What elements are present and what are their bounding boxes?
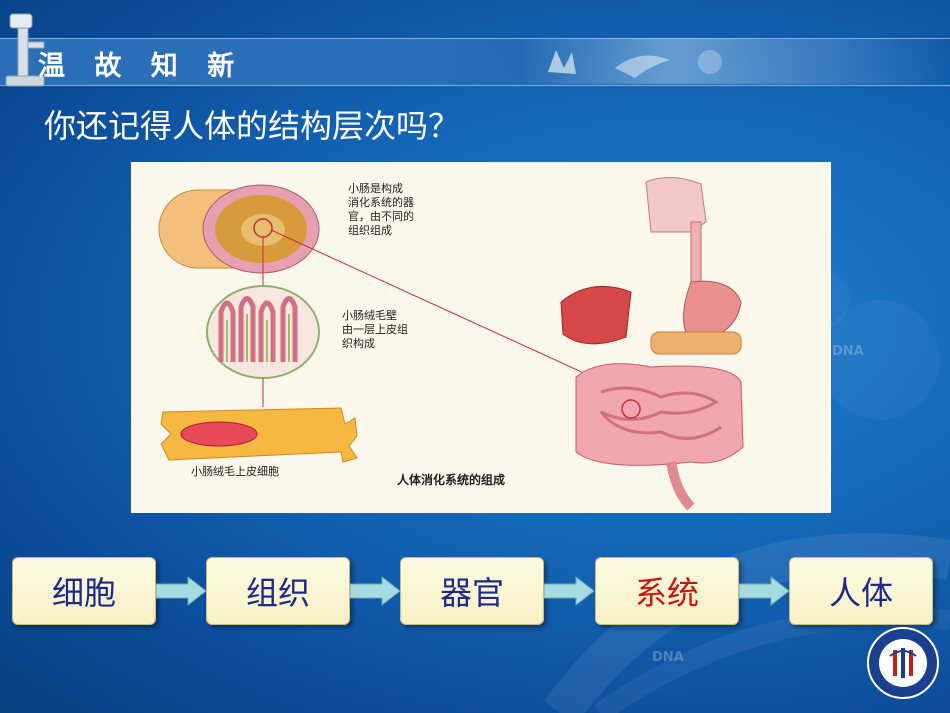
microscope-icon xyxy=(5,13,45,87)
small-intestine-section xyxy=(158,184,320,274)
digestive-system-organs xyxy=(560,177,744,511)
arrow-right-icon xyxy=(544,575,594,607)
step-organ: 器官 xyxy=(400,557,544,625)
figure-illustration xyxy=(158,177,744,511)
step-tissue: 组织 xyxy=(206,557,350,625)
watermark-dna: DNA xyxy=(832,344,864,359)
label-epithelial-cell: 小肠绒毛上皮细胞 xyxy=(191,465,279,478)
step-system: 系统 xyxy=(595,557,739,625)
title-banner-images xyxy=(520,38,950,84)
cell-icon xyxy=(698,50,722,74)
school-emblem-logo xyxy=(867,627,939,699)
arrow-right-icon xyxy=(156,575,206,607)
step-human-body: 人体 xyxy=(789,557,933,625)
dolphin-icon xyxy=(615,55,670,78)
question-text: 你还记得人体的结构层次吗？ xyxy=(44,107,461,145)
arrow-right-icon xyxy=(350,575,400,607)
epithelial-cell xyxy=(160,407,358,463)
watermark-dna: DNA xyxy=(652,650,684,665)
hierarchy-flow: 细胞 组织 器官 系统 人体 xyxy=(0,557,950,629)
label-small-intestine: 小肠是构成 消化系统的器 官，由不同的 组织组成 xyxy=(348,182,414,237)
villus-section xyxy=(206,285,320,379)
butterfly-icon xyxy=(548,50,576,74)
banner-icons xyxy=(548,50,722,78)
label-villus: 小肠绒毛壁 由一层上皮组 织构成 xyxy=(342,309,408,350)
section-title: 温 故 知 新 xyxy=(38,51,245,82)
digestive-system-figure: 小肠是构成 消化系统的器 官，由不同的 组织组成 小肠绒毛壁 由一层上皮组 织构… xyxy=(131,162,831,513)
arrow-right-icon xyxy=(739,575,789,607)
step-cell: 细胞 xyxy=(12,557,156,625)
figure-caption: 人体消化系统的组成 xyxy=(397,473,506,487)
